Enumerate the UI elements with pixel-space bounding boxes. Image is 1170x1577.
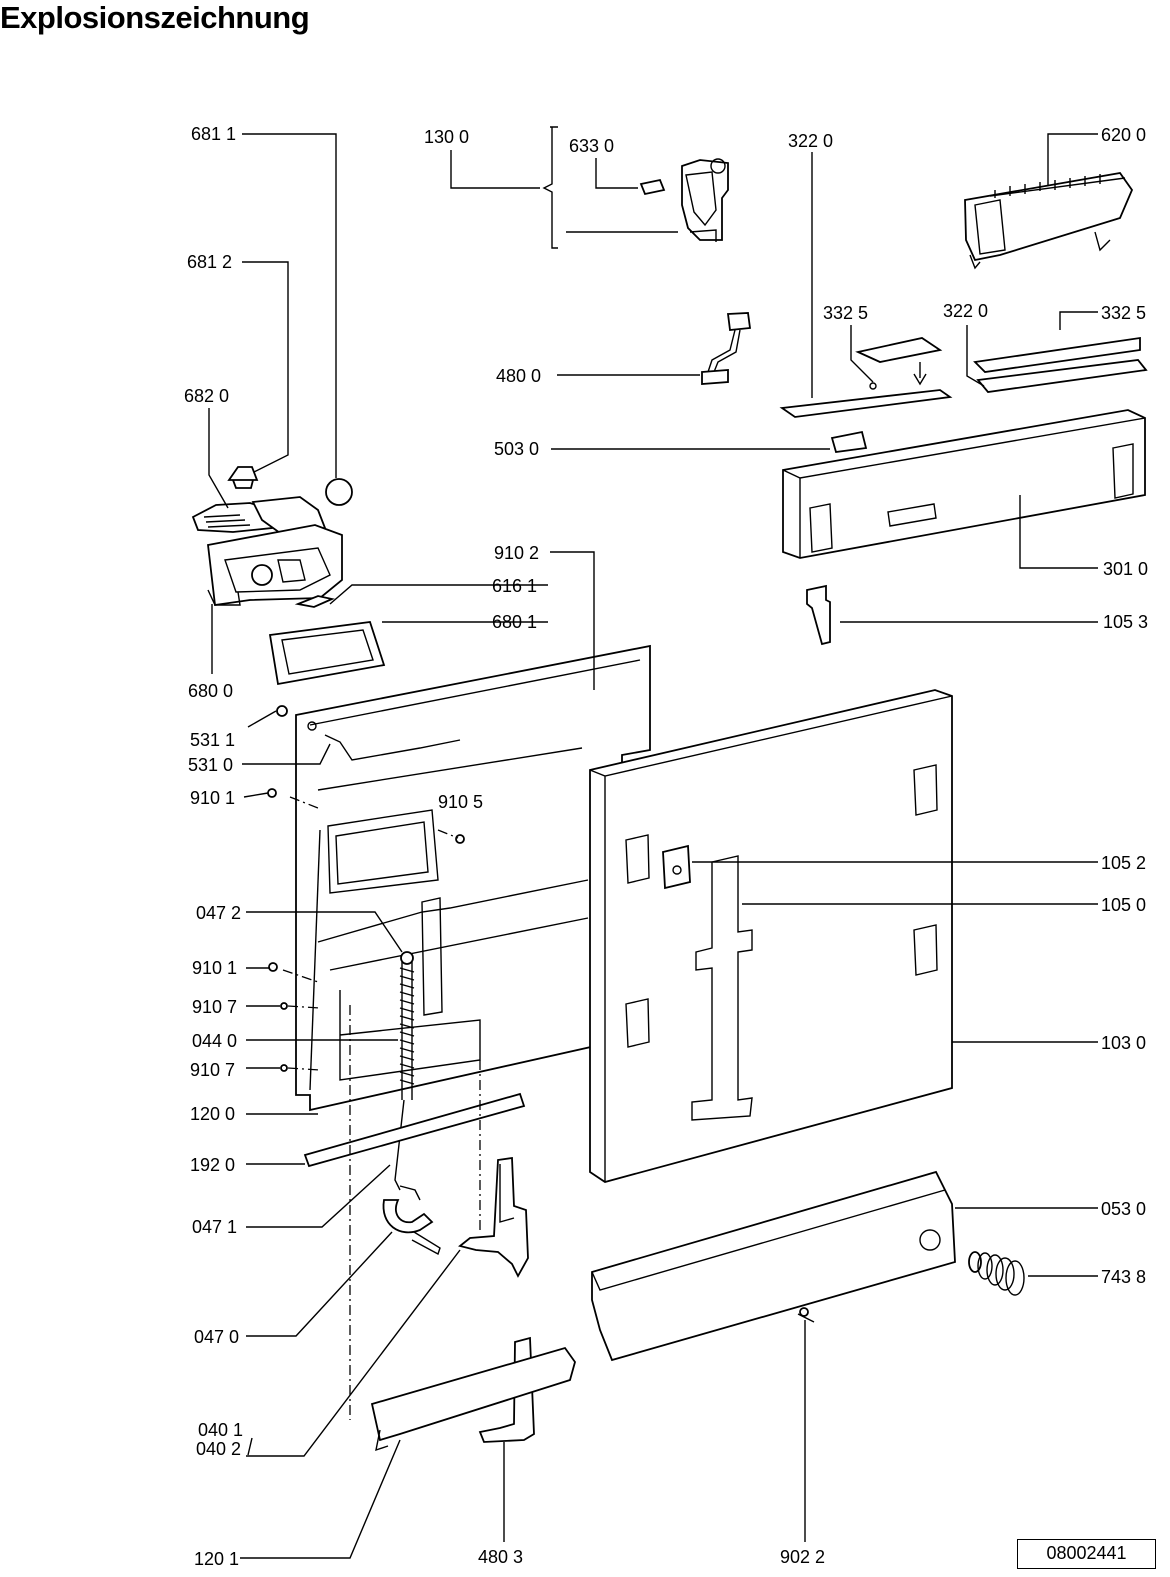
callout-044-0: 044 0 [192, 1031, 237, 1051]
part-pulley-047 [382, 1185, 441, 1256]
callout-047-1: 047 1 [192, 1217, 237, 1237]
callout-192-0: 192 0 [190, 1155, 235, 1175]
callout-633-0: 633 0 [569, 136, 614, 156]
callout-103-0: 103 0 [1101, 1033, 1146, 1053]
callout-910-2: 910 2 [494, 543, 539, 563]
callout-047-2: 047 2 [196, 903, 241, 923]
document-number-box: 08002441 [1017, 1539, 1156, 1569]
part-pin-902-2 [797, 1307, 815, 1323]
part-screw-910-7a [280, 1002, 288, 1010]
callout-480-3: 480 3 [478, 1547, 523, 1567]
part-screw-910-1a [267, 788, 277, 798]
callout-680-0: 680 0 [188, 681, 233, 701]
callout-105-2: 105 2 [1101, 853, 1146, 873]
callout-910-5: 910 5 [438, 792, 483, 812]
part-dispenser-682-0 [191, 496, 343, 607]
part-hinge-040 [458, 1156, 529, 1278]
callout-105-0: 105 0 [1101, 895, 1146, 915]
part-rail-192-0 [303, 1092, 526, 1168]
callout-053-0: 053 0 [1101, 1199, 1146, 1219]
callout-620-0: 620 0 [1101, 125, 1146, 145]
callout-681-1: 681 1 [191, 124, 236, 144]
part-screw-910-1b [268, 962, 278, 972]
callout-120-0: 120 0 [190, 1104, 235, 1124]
callout-322-0-top: 322 0 [788, 131, 833, 151]
callout-910-7-bottom: 910 7 [190, 1060, 235, 1080]
part-spring-044-0 [394, 951, 415, 1191]
callout-120-1: 120 1 [194, 1549, 239, 1569]
callout-616-1: 616 1 [492, 576, 537, 596]
part-strip-120-1 [370, 1346, 576, 1452]
callout-503-0: 503 0 [494, 439, 539, 459]
part-clip-681-2 [227, 466, 259, 489]
part-board-332-5-left [855, 337, 943, 390]
callout-531-0: 531 0 [188, 755, 233, 775]
part-bracket-053-0 [591, 1170, 956, 1362]
callout-910-7-top: 910 7 [192, 997, 237, 1017]
callout-910-1-top: 910 1 [190, 788, 235, 808]
part-screw-910-5 [455, 834, 465, 844]
part-screw-910-7b [280, 1064, 288, 1072]
callout-105-3: 105 3 [1103, 612, 1148, 632]
callout-902-2: 902 2 [780, 1547, 825, 1567]
part-outer-door-103-0 [589, 689, 953, 1183]
callout-322-0-right: 322 0 [943, 301, 988, 321]
callout-910-1-mid: 910 1 [192, 958, 237, 978]
callout-743-8: 743 8 [1101, 1267, 1146, 1287]
part-harness-480-0 [701, 312, 752, 385]
callout-040-1: 040 1 [198, 1420, 243, 1440]
callout-480-0: 480 0 [496, 366, 541, 386]
callout-130-0: 130 0 [424, 127, 469, 147]
part-bracket-105-3 [806, 584, 831, 646]
part-lock-130-0 [639, 158, 729, 242]
callout-040-2: 040 2 [196, 1439, 241, 1459]
callout-682-0: 682 0 [184, 386, 229, 406]
callout-047-0: 047 0 [194, 1327, 239, 1347]
part-616-1 [294, 595, 335, 608]
part-control-panel-301-0 [782, 409, 1146, 559]
callout-332-5-left: 332 5 [823, 303, 868, 323]
part-connector-503-0 [830, 430, 868, 453]
callout-681-2: 681 2 [187, 252, 232, 272]
part-seal-680-1 [268, 621, 386, 686]
callout-labels: 681 1 130 0 633 0 322 0 620 0 681 2 332 … [184, 124, 1148, 1569]
part-strip-322-0-left [779, 389, 953, 418]
page-title: Explosionszeichnung [0, 0, 310, 35]
callout-680-1: 680 1 [492, 612, 537, 632]
part-spring-743-8 [968, 1251, 1025, 1296]
part-screw-531-1 [276, 705, 288, 717]
part-cap-681-1 [325, 478, 353, 506]
leader-lines [208, 126, 1098, 1559]
callout-531-1: 531 1 [190, 730, 235, 750]
alignment-lines [282, 796, 481, 1420]
part-strips-right [973, 336, 1148, 393]
callout-301-0: 301 0 [1103, 559, 1148, 579]
part-control-module-620-0 [964, 172, 1134, 270]
callout-332-5-right: 332 5 [1101, 303, 1146, 323]
